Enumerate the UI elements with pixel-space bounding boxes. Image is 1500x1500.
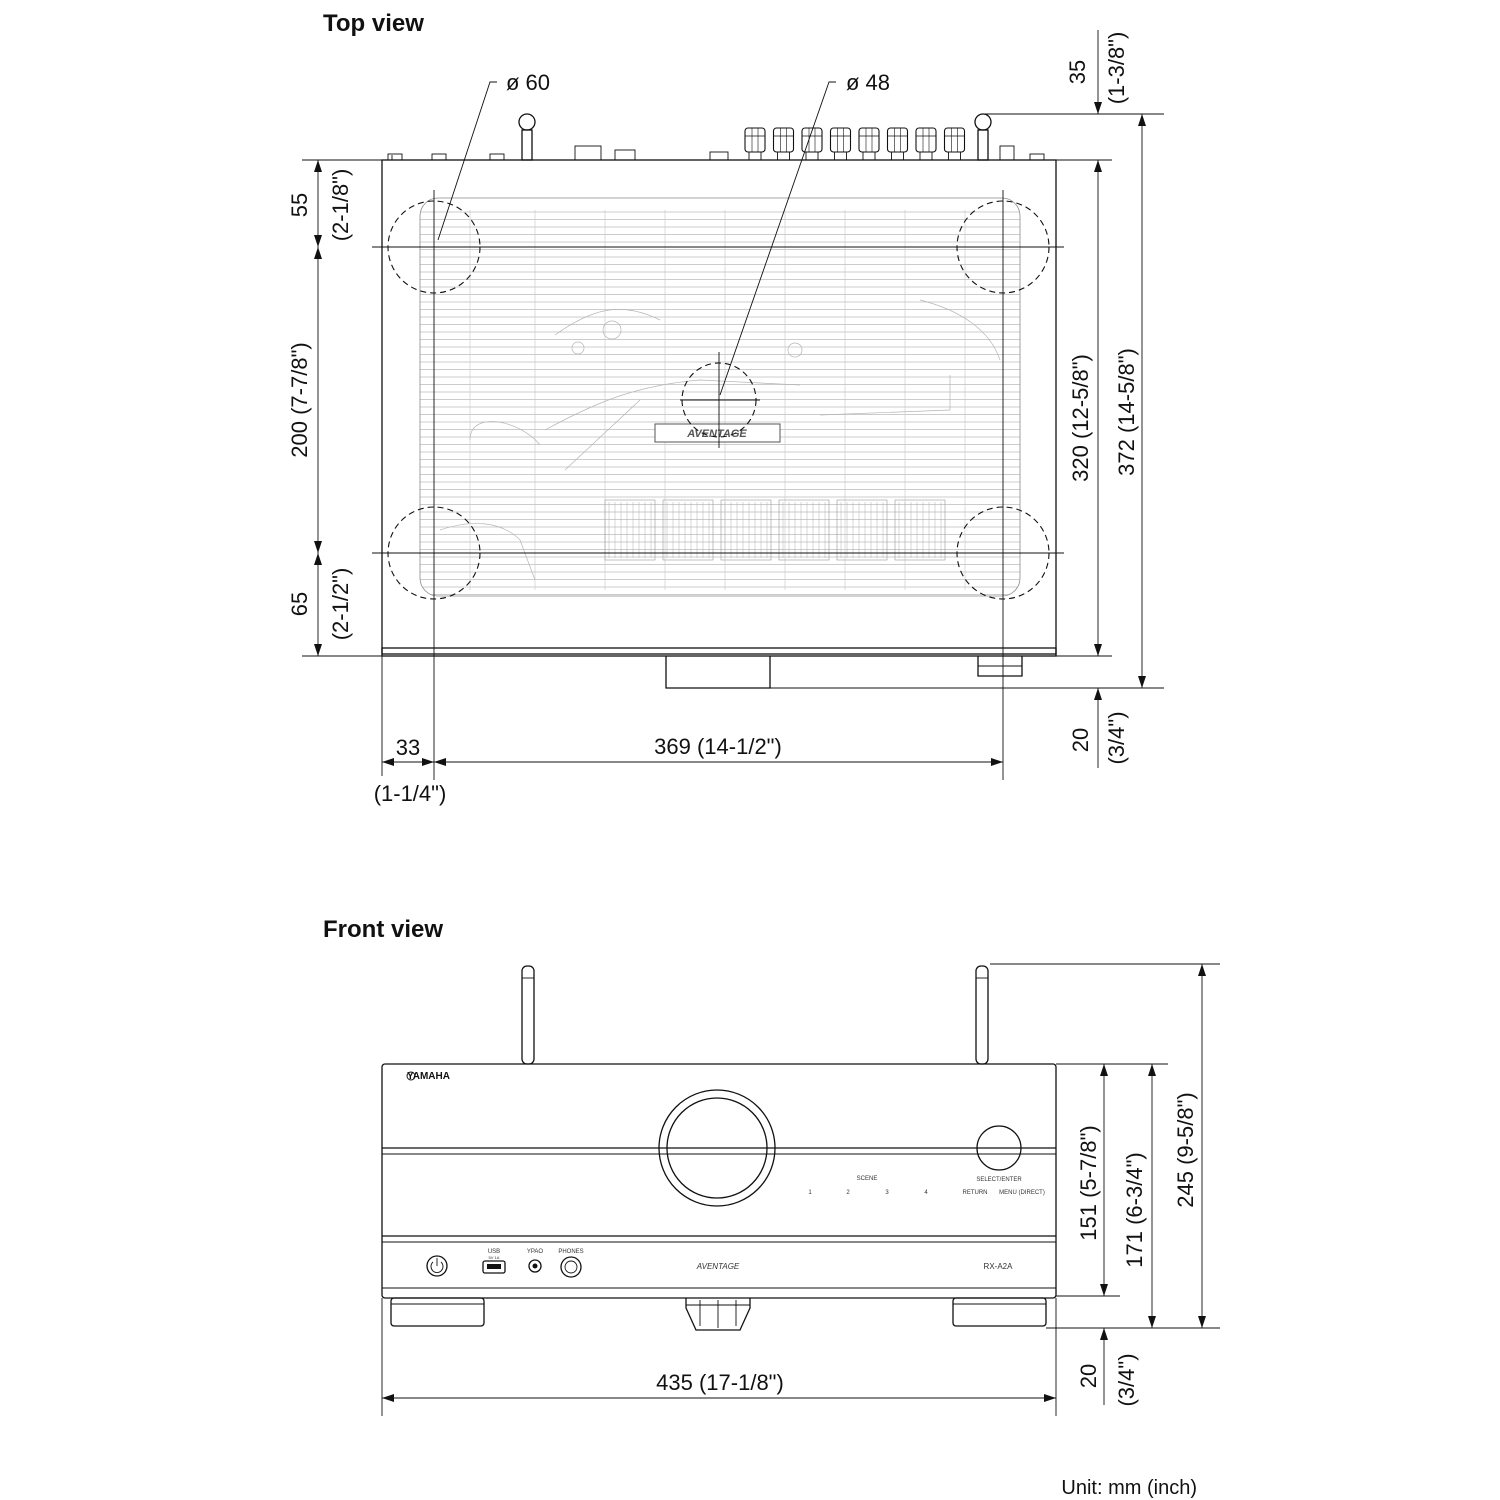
- dim-33: 33: [396, 735, 420, 760]
- scene-label: SCENE: [857, 1176, 878, 1182]
- ypao-label: YPAO: [527, 1249, 544, 1255]
- foot-right: [952, 1297, 1047, 1327]
- dim-245: 245 (9-5/8"): [1173, 1092, 1198, 1207]
- power-icon: [430, 1261, 444, 1273]
- speaker-binding-posts: [744, 127, 966, 161]
- unit-note: Unit: mm (inch): [1061, 1477, 1197, 1499]
- dim-dia60: ø 60: [506, 70, 550, 95]
- dim-33-in: (1-1/4"): [374, 781, 447, 806]
- dim-55-in: (2-1/8"): [328, 169, 353, 242]
- top-chassis-outline: [381, 159, 1057, 655]
- usb-sub-label: 5V 1A: [489, 1255, 500, 1260]
- scene-button-3[interactable]: 3: [885, 1190, 889, 1196]
- antenna-right: [975, 965, 989, 1065]
- dim-65: 65: [287, 592, 312, 616]
- dim-65-in: (2-1/2"): [328, 568, 353, 641]
- aventage-label: AVENTAGE: [696, 1262, 740, 1271]
- menu-button[interactable]: MENU (DIRECT): [999, 1190, 1045, 1196]
- top-view: Top view: [287, 10, 1164, 806]
- brand-logo: YAMAHA: [407, 1071, 450, 1082]
- front-panel-edge: [381, 647, 1057, 657]
- dim-35-in: (1-3/8"): [1104, 32, 1129, 105]
- dim-372: 372 (14-5/8"): [1114, 348, 1139, 476]
- dim-435: 435 (17-1/8"): [656, 1370, 784, 1395]
- phones-jack[interactable]: [560, 1256, 582, 1278]
- rear-terminals: [387, 113, 1045, 161]
- dim-320: 320 (12-5/8"): [1068, 354, 1093, 482]
- dim-200: 200 (7-7/8"): [287, 342, 312, 457]
- dim-369: 369 (14-1/2"): [654, 734, 782, 759]
- scene-button-4[interactable]: 4: [924, 1190, 928, 1196]
- model-label: RX-A2A: [984, 1262, 1014, 1271]
- front-chassis-outline: [381, 1063, 1057, 1299]
- power-button[interactable]: [426, 1255, 448, 1277]
- usb-port[interactable]: [482, 1260, 506, 1274]
- heatsink-fins: [604, 499, 946, 561]
- foot-center: [685, 1298, 751, 1331]
- dim-20-top: 20: [1068, 728, 1093, 752]
- phones-label: PHONES: [558, 1249, 583, 1255]
- scene-button-2[interactable]: 2: [846, 1190, 850, 1196]
- antenna-left: [521, 965, 535, 1065]
- dim-55: 55: [287, 193, 312, 217]
- dim-171: 171 (6-3/4"): [1122, 1152, 1147, 1267]
- select-knob[interactable]: [976, 1125, 1022, 1171]
- scene-button-1[interactable]: 1: [808, 1190, 812, 1196]
- dim-20-top-in: (3/4"): [1104, 711, 1129, 764]
- front-view-title: Front view: [323, 916, 443, 943]
- dim-20-front: 20: [1076, 1364, 1101, 1388]
- front-view: Front view YAMAHA SELECT/ENTER SCENE 1 2…: [323, 916, 1220, 1416]
- volume-knob[interactable]: [658, 1089, 776, 1207]
- top-view-title: Top view: [323, 10, 424, 37]
- dim-35: 35: [1065, 60, 1090, 84]
- usb-label: USB: [488, 1249, 500, 1255]
- ventilation-grille: AVENTAGE: [419, 197, 1021, 597]
- ypao-jack[interactable]: [528, 1259, 542, 1273]
- dim-151: 151 (5-7/8"): [1076, 1125, 1101, 1240]
- tuning-fork-icon: [406, 1071, 416, 1081]
- select-enter-label: SELECT/ENTER: [976, 1177, 1022, 1183]
- return-button[interactable]: RETURN: [963, 1190, 988, 1196]
- dim-20-front-in: (3/4"): [1114, 1353, 1139, 1406]
- foot-left: [390, 1297, 485, 1327]
- dim-dia48: ø 48: [846, 70, 890, 95]
- grille-logo: AVENTAGE: [686, 428, 747, 440]
- front-foot-center: [665, 656, 771, 689]
